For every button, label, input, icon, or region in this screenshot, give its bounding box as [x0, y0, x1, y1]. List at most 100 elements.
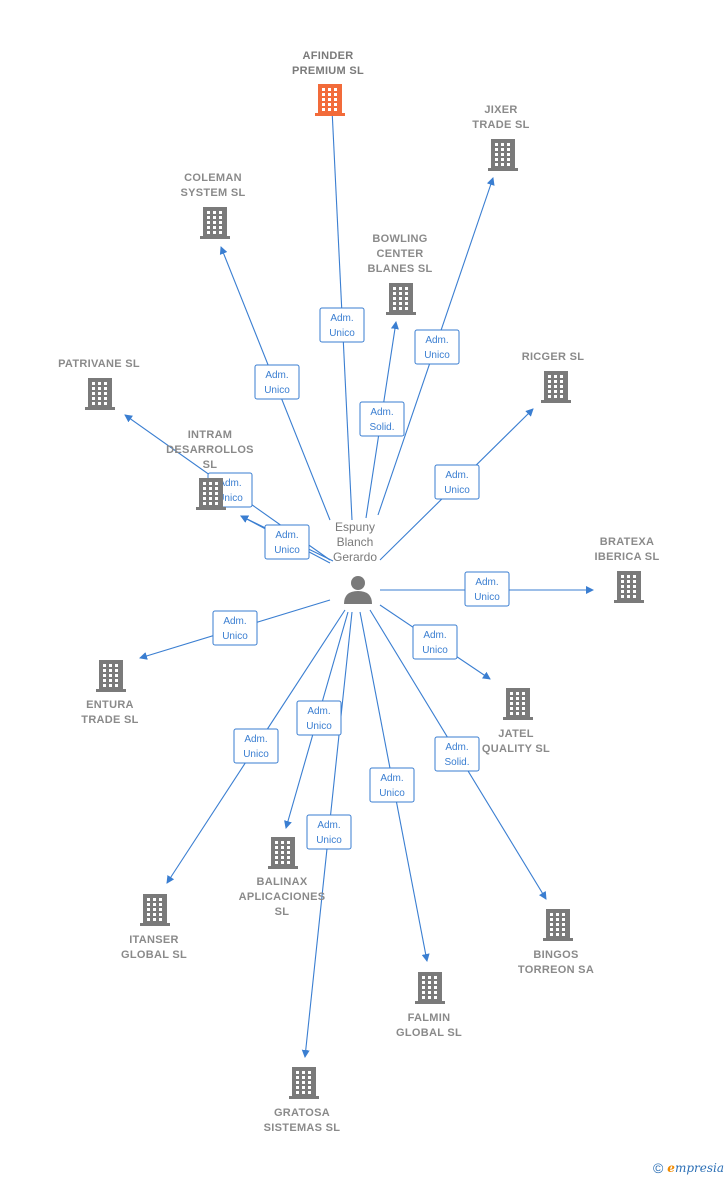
company-name: TRADE SL [81, 714, 138, 726]
role-label: Unico [329, 328, 355, 339]
company-node-jatel[interactable]: JATEL QUALITY SL [482, 688, 550, 755]
role-label: Adm. [445, 742, 468, 753]
company-name: BLANES SL [367, 263, 432, 275]
company-name: BRATEXA [600, 536, 654, 548]
company-name: ITANSER [129, 934, 179, 946]
company-name: CENTER [376, 248, 423, 260]
role-box-falmin[interactable]: Adm. Unico [369, 767, 415, 803]
role-label: Adm. [445, 470, 468, 481]
building-icon [543, 909, 573, 941]
copyright-symbol: © [652, 1160, 664, 1176]
role-label: Adm. [265, 370, 288, 381]
person-icon [344, 576, 372, 604]
company-node-intram[interactable]: INTRAM DESARROLLOS SL [166, 429, 254, 510]
role-label: Adm. [425, 335, 448, 346]
company-name: GLOBAL SL [396, 1027, 462, 1039]
role-box-frame [306, 814, 352, 850]
company-name: GRATOSA [274, 1107, 330, 1119]
company-node-patrivane[interactable]: PATRIVANE SL [58, 358, 140, 410]
company-node-ricger[interactable]: RICGER SL [522, 351, 585, 403]
company-node-itanser[interactable]: ITANSER GLOBAL SL [121, 894, 187, 961]
role-label: Unico [306, 721, 332, 732]
role-label: Unico [422, 645, 448, 656]
role-box-frame [254, 364, 300, 400]
role-label: Unico [222, 631, 248, 642]
role-box-jixer[interactable]: Adm. Unico [414, 329, 460, 365]
role-label: Solid. [444, 757, 469, 768]
role-box-frame [319, 307, 365, 343]
role-label: Adm. [423, 630, 446, 641]
building-icon [196, 478, 226, 510]
role-box-frame [434, 464, 480, 500]
company-node-afinder[interactable]: AFINDER PREMIUM SL [292, 50, 364, 116]
role-box-coleman[interactable]: Adm. Unico [254, 364, 300, 400]
role-label: Unico [264, 385, 290, 396]
role-box-afinder[interactable]: Adm.Unico [319, 307, 365, 343]
role-box-bowling[interactable]: Adm.Solid. [359, 401, 405, 437]
role-label: Unico [474, 592, 500, 603]
company-name: SL [203, 459, 218, 471]
role-label: Unico [424, 350, 450, 361]
brand-logo: empresia [667, 1161, 724, 1175]
building-icon [85, 378, 115, 410]
footer-brand[interactable]: © empresia [653, 1160, 724, 1176]
role-label: Adm. [317, 820, 340, 831]
role-label: Unico [444, 485, 470, 496]
role-box-frame [359, 401, 405, 437]
role-label: Unico [217, 493, 243, 504]
role-label: Unico [379, 788, 405, 799]
company-name: INTRAM [188, 429, 233, 441]
role-label: Adm. [218, 478, 241, 489]
company-name: GLOBAL SL [121, 949, 187, 961]
building-icon [386, 283, 416, 315]
role-box-bingos[interactable]: Adm. Solid. [434, 736, 480, 772]
person-name: Gerardo [333, 550, 377, 564]
role-box-frame [369, 767, 415, 803]
role-box-itanser[interactable]: Adm.Unico [233, 728, 279, 764]
building-icon [200, 207, 230, 239]
building-icon [503, 688, 533, 720]
role-box-ricger[interactable]: Adm. Unico [434, 464, 480, 500]
company-node-bratexa[interactable]: BRATEXA IBERICA SL [595, 536, 660, 603]
company-name: RICGER SL [522, 351, 585, 363]
role-box-frame [212, 610, 258, 646]
company-name: JATEL [498, 728, 534, 740]
role-box-frame [296, 700, 342, 736]
role-box-balinax[interactable]: Adm. Unico [296, 700, 342, 736]
company-name: QUALITY SL [482, 743, 550, 755]
company-name: BOWLING [372, 233, 427, 245]
company-name: IBERICA SL [595, 551, 660, 563]
company-name: PREMIUM SL [292, 65, 364, 77]
company-name: COLEMAN [184, 172, 242, 184]
company-name: SISTEMAS SL [264, 1122, 341, 1134]
company-name: DESARROLLOS [166, 444, 254, 456]
role-label: Adm. [380, 773, 403, 784]
role-box-jatel[interactable]: Adm. Unico [412, 624, 458, 660]
company-name: AFINDER [303, 50, 354, 62]
building-icon [488, 139, 518, 171]
role-box-entura[interactable]: Adm. Unico [212, 610, 258, 646]
building-icon [96, 660, 126, 692]
building-icon [315, 84, 345, 116]
company-name: PATRIVANE SL [58, 358, 140, 370]
role-box-intram2[interactable]: Adm.Unico [264, 524, 310, 560]
role-box-frame [412, 624, 458, 660]
company-name: SL [275, 906, 290, 918]
building-icon [614, 571, 644, 603]
role-label: Adm. [223, 616, 246, 627]
role-box-bratexa[interactable]: Adm.Unico [464, 571, 510, 607]
company-node-bowling[interactable]: BOWLING CENTER BLANES SL [367, 233, 432, 315]
role-label: Unico [243, 749, 269, 760]
role-label: Adm. [307, 706, 330, 717]
building-icon [415, 972, 445, 1004]
company-node-gratosa[interactable]: GRATOSA SISTEMAS SL [264, 1067, 341, 1134]
role-box-gratosa[interactable]: Adm.Unico [306, 814, 352, 850]
